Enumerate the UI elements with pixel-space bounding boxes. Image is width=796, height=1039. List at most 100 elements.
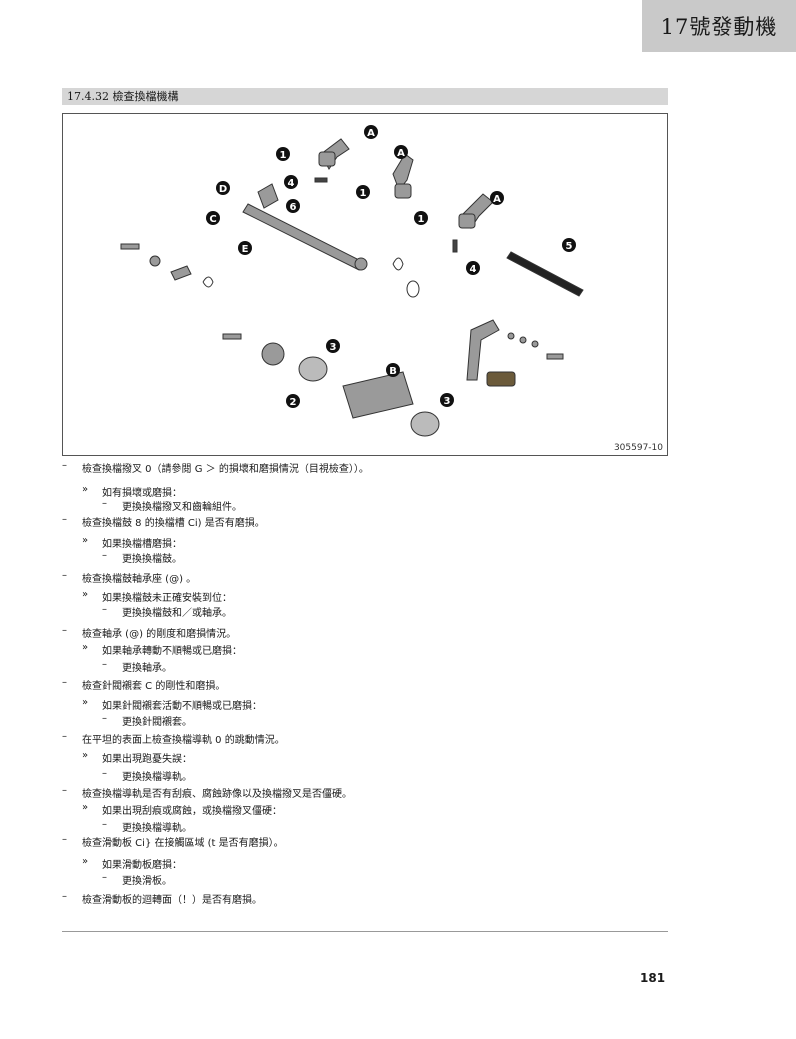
svg-text:5: 5: [566, 241, 573, 252]
bolt-shape: [222, 333, 242, 340]
step-marker: »: [82, 535, 89, 546]
step-marker: –: [102, 498, 107, 509]
callout-C: C: [206, 211, 220, 225]
step-text: 如果換檔槽磨損：: [102, 539, 182, 550]
step-text: 檢查換檔導軌是否有刮痕、腐蝕跡像以及換檔撥叉是否僵硬。: [82, 789, 352, 800]
step-text: 如有損壞或磨損：: [102, 488, 182, 499]
step-text: 檢查換檔撥叉 0（請參閱 G ＞ 的損壞和磨損情況（目視檢查））。: [82, 464, 369, 475]
step-marker: »: [82, 642, 89, 653]
callout-1: 1: [414, 211, 428, 225]
svg-text:4: 4: [470, 264, 477, 275]
callout-3: 3: [326, 339, 340, 353]
step-marker: –: [62, 460, 67, 471]
washer-shape: [507, 332, 515, 340]
bearing-shape: [298, 356, 328, 382]
callout-6: 6: [286, 199, 300, 213]
bolt-shape: [120, 243, 140, 250]
svg-text:6: 6: [290, 202, 297, 213]
svg-text:2: 2: [290, 397, 297, 408]
footer-rule: [62, 931, 668, 932]
shift-shaft-shape: [242, 203, 364, 271]
step-text: 更換換檔鼓。: [122, 554, 182, 565]
ring-shape: [406, 280, 420, 298]
step-marker: »: [82, 697, 89, 708]
svg-text:1: 1: [360, 188, 367, 199]
step-marker: »: [82, 856, 89, 867]
callout-3: 3: [440, 393, 454, 407]
step-text: 檢查滑動板的迴轉面（！）是否有磨損。: [82, 895, 262, 906]
fork-hub-shape: [458, 213, 476, 229]
lever-spring-shape: [486, 371, 516, 387]
callout-1: 1: [356, 185, 370, 199]
svg-text:3: 3: [330, 342, 337, 353]
callout-D: D: [216, 181, 230, 195]
washer-shape: [354, 257, 368, 271]
step-marker: –: [102, 604, 107, 615]
step-text: 更換換檔鼓和／或軸承。: [122, 608, 232, 619]
shift-quadrant-shape: [257, 183, 279, 209]
step-marker: »: [82, 484, 89, 495]
svg-text:1: 1: [418, 214, 425, 225]
step-text: 檢查換檔鼓 8 的換檔槽 Ci) 是否有磨損。: [82, 518, 265, 529]
figure-code: 305597-10: [613, 443, 663, 453]
step-text: 檢查滑動板 Ci} 在接觸區域 (t 是否有磨損）。: [82, 838, 284, 849]
section-title: 17.4.32 檢查換檔機構: [62, 88, 668, 105]
shift-lever-shape: [466, 319, 500, 381]
step-marker: –: [102, 872, 107, 883]
step-marker: –: [102, 713, 107, 724]
step-text: 更換換檔撥叉和齒輪組件。: [122, 502, 242, 513]
svg-text:1: 1: [280, 150, 287, 161]
step-marker: »: [82, 750, 89, 761]
step-marker: »: [82, 589, 89, 600]
step-text: 如果出現跑憂失誤：: [102, 754, 192, 765]
step-marker: –: [62, 514, 67, 525]
step-text: 更換軸承。: [122, 663, 172, 674]
page-number: 181: [640, 971, 666, 985]
step-marker: –: [62, 677, 67, 688]
step-marker: »: [82, 802, 89, 813]
svg-text:E: E: [242, 244, 249, 255]
step-text: 更換滑板。: [122, 876, 172, 887]
svg-text:4: 4: [288, 178, 295, 189]
step-text: 如果針閥襯套活動不順暢或已磨損：: [102, 701, 262, 712]
step-marker: –: [102, 550, 107, 561]
step-text: 在平坦的表面上檢查換檔導軌 0 的跳動情況。: [82, 735, 285, 746]
step-marker: –: [62, 570, 67, 581]
bolt-shape: [546, 353, 564, 360]
star-wheel-shape: [261, 342, 285, 366]
spring-shape: [202, 276, 214, 288]
svg-text:A: A: [493, 194, 501, 205]
step-text: 如果出現刮痕或腐蝕，或換檔撥叉僵硬：: [102, 806, 282, 817]
callout-A: A: [490, 191, 504, 205]
washer-shape: [531, 340, 539, 348]
parts-diagram: 1 1 1 2 3 3 4 4 5 6 A A: [120, 125, 584, 437]
svg-text:A: A: [367, 128, 375, 139]
step-text: 如果軸承轉動不順暢或已磨損：: [102, 646, 242, 657]
step-text: 如果滑動板磨損：: [102, 860, 182, 871]
pin-shape: [314, 177, 328, 183]
callout-4: 4: [466, 261, 480, 275]
shift-drum-shape: [342, 371, 414, 419]
step-marker: –: [62, 834, 67, 845]
callout-1: 1: [276, 147, 290, 161]
lever-shape: [170, 265, 192, 281]
step-marker: –: [62, 785, 67, 796]
shift-rail-shape: [506, 251, 584, 297]
step-text: 更換針閥襯套。: [122, 717, 192, 728]
chapter-tab: 17號發動機: [642, 0, 796, 52]
step-marker: –: [102, 819, 107, 830]
svg-text:A: A: [397, 148, 405, 159]
svg-text:B: B: [389, 366, 397, 377]
spring-shape: [392, 257, 404, 271]
bearing-shape: [410, 411, 440, 437]
callout-2: 2: [286, 394, 300, 408]
callout-A: A: [364, 125, 378, 139]
svg-text:3: 3: [444, 396, 451, 407]
callout-B: B: [386, 363, 400, 377]
callout-A: A: [394, 145, 408, 159]
step-text: 如果換檔鼓未正確安裝到位：: [102, 593, 232, 604]
step-marker: –: [102, 659, 107, 670]
washer-shape: [519, 336, 527, 344]
step-text: 檢查軸承 (@) 的剛度和磨損情況。: [82, 629, 237, 640]
callout-4: 4: [284, 175, 298, 189]
